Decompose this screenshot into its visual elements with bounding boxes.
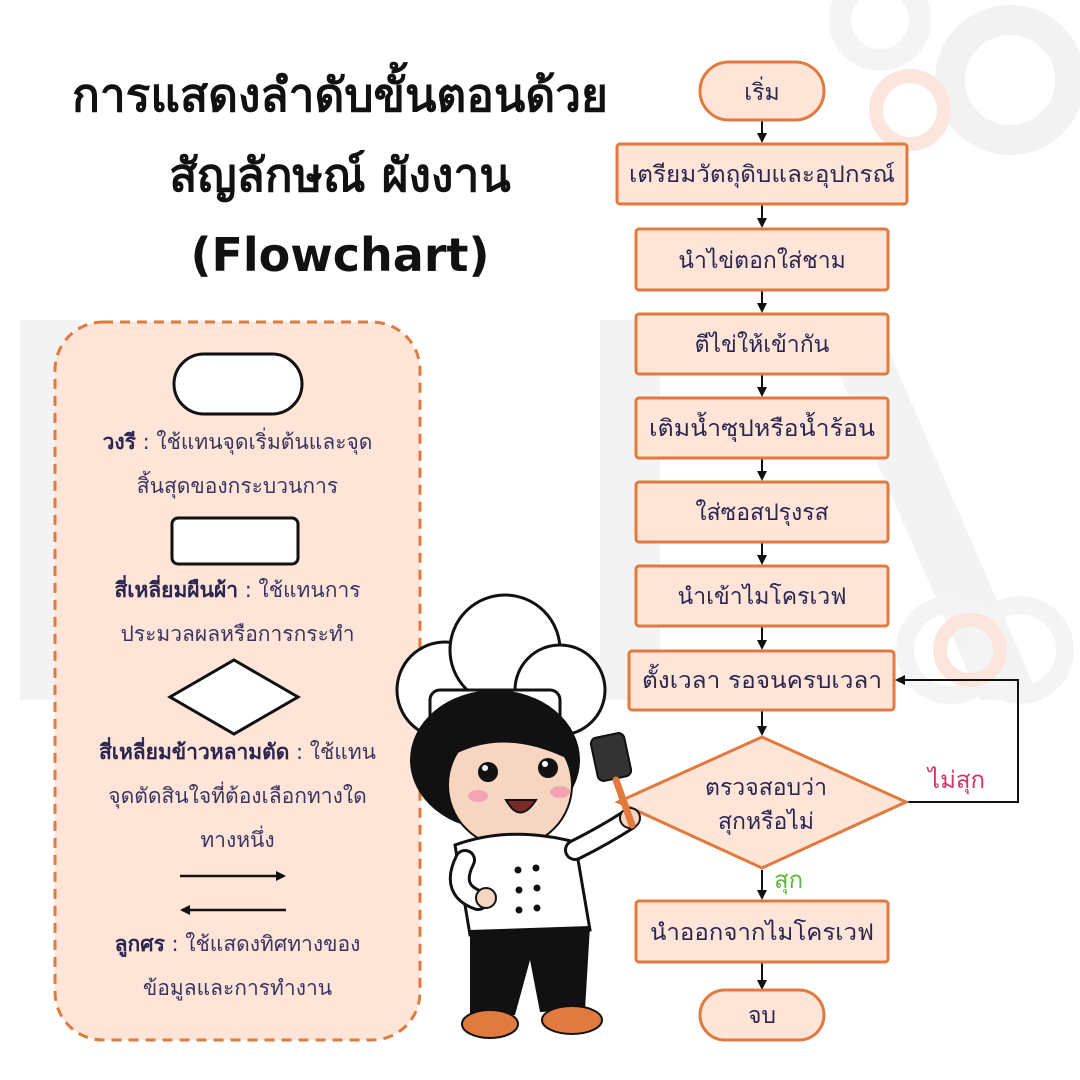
page-title-line-1: การแสดงลำดับขั้นตอนด้วย xyxy=(71,68,609,122)
legend-decision-desc-1: : ใช้แทน xyxy=(289,740,377,764)
legend-decision-name: สี่เหลี่ยมข้าวหลามตัด xyxy=(98,740,290,764)
legend-arrow-desc-1: : ใช้แสดงทิศทางของ xyxy=(164,932,361,956)
flow-step-4-shape xyxy=(634,396,890,460)
flow-step-5-label: ใส่ซอสปรุงรส xyxy=(695,499,828,526)
legend-terminator-shape xyxy=(172,352,304,416)
flow-step-6-shape xyxy=(634,564,890,628)
flow-decision-label-line-2: สุกหรือไม่ xyxy=(718,808,814,835)
branch-yes-label: สุก xyxy=(774,866,803,895)
flow-step-5-shape xyxy=(634,480,890,544)
chef-pants xyxy=(470,926,590,1015)
flow-step-7-shape xyxy=(627,649,896,712)
flow-step-6-label: นำเข้าไมโครเวฟ xyxy=(677,583,846,610)
legend-decision-text: สี่เหลี่ยมข้าวหลามตัด : ใช้แทน จุดตัดสิน… xyxy=(70,730,405,862)
flow-step-2-shape xyxy=(634,227,890,292)
legend-decision-desc-3: ทางหนึ่ง xyxy=(200,828,275,852)
flow-decision-shape xyxy=(614,735,910,870)
spatula xyxy=(589,732,636,829)
legend-arrow-desc-2: ข้อมูลและการทำงาน xyxy=(142,976,333,1000)
legend-terminator-text: วงรี : ใช้แทนจุดเริ่มต้นและจุด สิ้นสุดขอ… xyxy=(70,420,405,508)
flow-end-shape xyxy=(698,988,826,1042)
flow-step-7-label: ตั้งเวลา รอจนครบเวลา xyxy=(642,664,882,694)
flow-step-1-shape xyxy=(615,142,909,206)
flow-step-3-label: ตีไข่ให้เข้ากัน xyxy=(695,331,830,358)
flow-connectors xyxy=(757,120,1019,990)
legend-process-shape xyxy=(170,516,300,566)
legend-terminator-name: วงรี xyxy=(102,430,136,454)
flow-after-shape xyxy=(634,899,890,964)
legend-terminator-desc-1: : ใช้แทนจุดเริ่มต้นและจุด xyxy=(135,430,373,454)
legend-terminator-desc-2: สิ้นสุดของกระบวนการ xyxy=(136,474,339,498)
legend-process-text: สี่เหลี่ยมผืนผ้า : ใช้แทนการ ประมวลผลหรื… xyxy=(70,568,405,656)
legend-arrow-text: ลูกศร : ใช้แสดงทิศทางของ ข้อมูลและการทำง… xyxy=(70,922,405,1010)
legend-decision-shape xyxy=(167,658,301,736)
page-title-line-3: (Flowchart) xyxy=(190,228,490,282)
page-title-line-2: สัญลักษณ์ ผังงาน xyxy=(169,148,511,202)
legend-process-desc-1: : ใช้แทนการ xyxy=(238,578,361,602)
flow-start-shape xyxy=(698,60,826,122)
legend-process-name: สี่เหลี่ยมผืนผ้า xyxy=(114,578,239,602)
flow-step-3-shape xyxy=(634,312,890,376)
flow-step-2-label: นำไข่ตอกใส่ชาม xyxy=(678,247,846,274)
branch-no-label: ไม่สุก xyxy=(926,766,985,795)
flow-start-label: เริ่ม xyxy=(744,76,779,106)
legend-arrow-name: ลูกศร xyxy=(114,932,165,956)
legend-decision-desc-2: จุดตัดสินใจที่ต้องเลือกทางใด xyxy=(108,784,367,808)
flow-step-4-label: เติมน้ำซุปหรือน้ำร้อน xyxy=(649,412,875,442)
legend-process-desc-2: ประมวลผลหรือการกระทำ xyxy=(120,622,355,646)
flow-end-label: จบ xyxy=(748,1003,776,1029)
flow-after-label: นำออกจากไมโครเวฟ xyxy=(650,919,874,946)
flow-step-1-label: เตรียมวัตถุดิบและอุปกรณ์ xyxy=(629,161,895,188)
flow-decision-label-line-1: ตรวจสอบว่า xyxy=(705,775,827,801)
chef-illustration xyxy=(395,593,641,1039)
